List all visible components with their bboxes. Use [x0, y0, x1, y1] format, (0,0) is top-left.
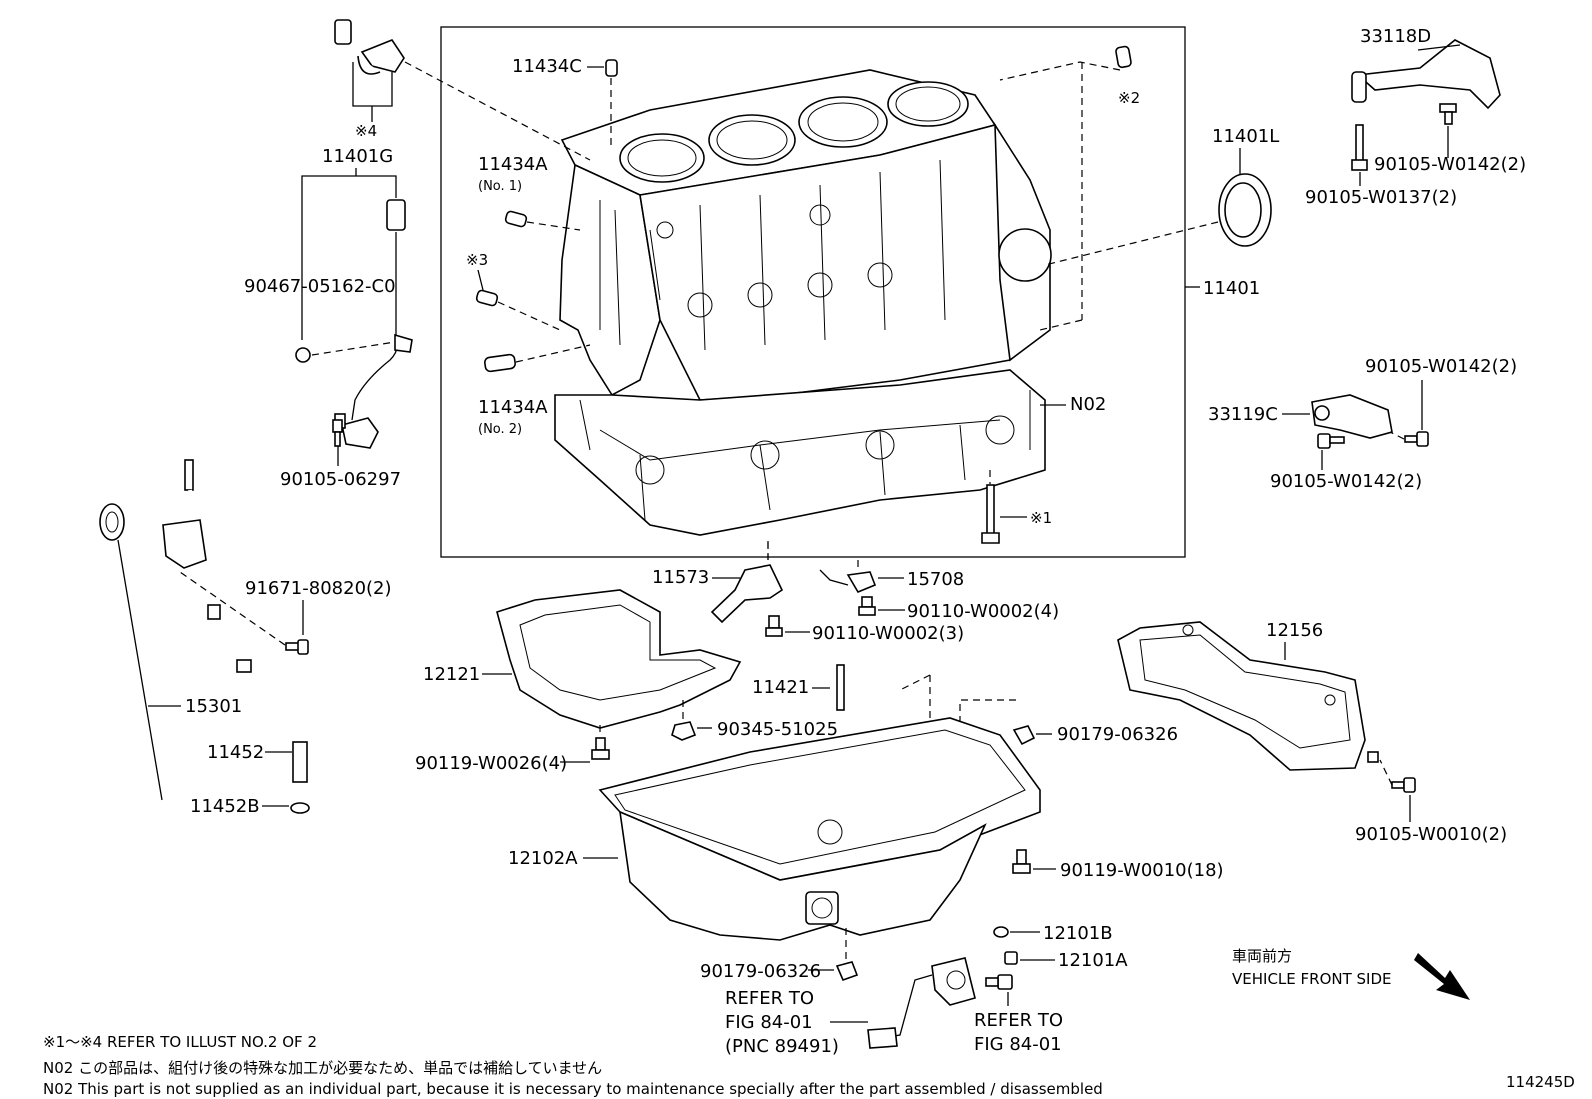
- label-90119-w0010: 90119-W0010(18): [1060, 860, 1224, 881]
- label-n02: N02: [1070, 394, 1106, 415]
- label-mark4: ※4: [355, 122, 377, 140]
- dipstick-guide-11452[interactable]: [162, 459, 308, 783]
- bolt-90105-w0142-c[interactable]: [1317, 433, 1345, 449]
- label-11401l: 11401L: [1212, 126, 1279, 147]
- cylinder-block-frame: [440, 26, 1186, 558]
- label-11573: 11573: [652, 567, 709, 588]
- label-90105-w0142-b: 90105-W0142(2): [1365, 356, 1517, 377]
- label-11434c: 11434C: [512, 56, 582, 77]
- label-11452b: 11452B: [190, 796, 260, 817]
- bracket-33119c[interactable]: [1311, 394, 1393, 439]
- label-11421: 11421: [752, 677, 809, 698]
- label-front-en: VEHICLE FRONT SIDE: [1232, 970, 1392, 988]
- label-12121: 12121: [423, 664, 480, 685]
- label-refer-b2: FIG 84-01: [974, 1034, 1062, 1055]
- label-90179-b: 90179-06326: [700, 961, 821, 982]
- oil-pan-baffle-12121[interactable]: [496, 589, 742, 729]
- bolt-90119-w0026[interactable]: [591, 737, 610, 760]
- nut-90179-a[interactable]: [1012, 725, 1036, 746]
- label-refer-b1: REFER TO: [974, 1010, 1063, 1031]
- label-12156: 12156: [1266, 620, 1323, 641]
- vehicle-front-arrow-icon: [1414, 953, 1470, 1000]
- label-11434a-2: 11434A: [478, 397, 548, 418]
- sensor-plug-mark4[interactable]: [334, 19, 405, 75]
- bolt-90105-w0142-a[interactable]: [1439, 103, 1457, 125]
- label-90110-w0002-4: 90110-W0002(4): [907, 601, 1059, 622]
- baffle-11573[interactable]: [710, 564, 784, 624]
- label-15708: 15708: [907, 569, 964, 590]
- figure-id: 114245D: [1506, 1073, 1575, 1091]
- label-11452: 11452: [207, 742, 264, 763]
- label-no2: (No. 2): [478, 422, 522, 437]
- bolt-90105-06297[interactable]: [332, 419, 343, 447]
- bolt-mark1[interactable]: [981, 484, 1000, 544]
- label-refer-a2: FIG 84-01: [725, 1012, 813, 1033]
- label-33118d: 33118D: [1360, 26, 1431, 47]
- clip-90467[interactable]: [295, 347, 311, 363]
- label-11434a-1: 11434A: [478, 154, 548, 175]
- label-90119-w0026: 90119-W0026(4): [415, 753, 567, 774]
- label-mark3: ※3: [466, 251, 488, 269]
- label-90179-a: 90179-06326: [1057, 724, 1178, 745]
- insulator-12156[interactable]: [1117, 621, 1379, 771]
- label-mark1: ※1: [1030, 509, 1052, 527]
- note-n02-en: N02 This part is not supplied as an indi…: [43, 1080, 1103, 1098]
- stud-11421[interactable]: [836, 664, 845, 711]
- label-11401: 11401: [1203, 278, 1260, 299]
- label-90345: 90345-51025: [717, 719, 838, 740]
- label-12101b: 12101B: [1043, 923, 1113, 944]
- label-90105-w0142-c: 90105-W0142(2): [1270, 471, 1422, 492]
- label-12101a: 12101A: [1058, 950, 1128, 971]
- gasket-12101b[interactable]: [993, 926, 1009, 938]
- label-90105-06297: 90105-06297: [280, 469, 401, 490]
- label-refer-a1: REFER TO: [725, 988, 814, 1009]
- label-90105-w0010: 90105-W0010(2): [1355, 824, 1507, 845]
- bolt-90105-w0010[interactable]: [1391, 777, 1416, 793]
- bolt-91671[interactable]: [285, 639, 309, 655]
- label-90467: 90467-05162-C0: [244, 276, 396, 297]
- bracket-33118d[interactable]: [1351, 39, 1501, 110]
- dowel-pin-11434c[interactable]: [605, 59, 618, 77]
- bolt-90110-w0002-3[interactable]: [765, 615, 783, 637]
- o-ring-11452b[interactable]: [290, 802, 310, 814]
- nut-90179-b[interactable]: [835, 961, 859, 982]
- dipstick-15301[interactable]: [99, 503, 163, 801]
- label-front-jp: 車両前方: [1232, 947, 1292, 965]
- bolt-90105-w0137[interactable]: [1351, 124, 1368, 171]
- label-mark2: ※2: [1118, 89, 1140, 107]
- bolt-90110-w0002-4[interactable]: [858, 596, 876, 616]
- note-n02-jp: N02 この部品は、組付け後の特殊な加工が必要なため、単品では補給していません: [43, 1059, 602, 1077]
- oil-level-sensor-bracket[interactable]: [867, 957, 1013, 1049]
- bolt-90105-w0142-b[interactable]: [1404, 431, 1429, 447]
- label-15301: 15301: [185, 696, 242, 717]
- label-90110-w0002-3: 90110-W0002(3): [812, 623, 964, 644]
- note-refer-all: ※1～※4 REFER TO ILLUST NO.2 OF 2: [43, 1033, 317, 1051]
- oil-seal-11401l[interactable]: [1218, 173, 1272, 247]
- drain-plug-12101a[interactable]: [1004, 951, 1018, 965]
- nut-90345[interactable]: [671, 721, 697, 741]
- oil-jet-15708[interactable]: [819, 569, 877, 594]
- label-90105-w0142-a: 90105-W0142(2): [1374, 154, 1526, 175]
- label-12102a: 12102A: [508, 848, 578, 869]
- label-11401g: 11401G: [322, 146, 393, 167]
- label-90105-w0137: 90105-W0137(2): [1305, 187, 1457, 208]
- sensor-harness-11401g[interactable]: [334, 199, 413, 449]
- bolt-90119-w0010[interactable]: [1012, 849, 1031, 874]
- dowel-pin-mark2[interactable]: [1115, 45, 1132, 69]
- label-91671: 91671-80820(2): [245, 578, 392, 599]
- label-refer-a3: (PNC 89491): [725, 1036, 839, 1057]
- label-no1: (No. 1): [478, 179, 522, 194]
- dowel-pin-11434a-no2[interactable]: [484, 353, 516, 373]
- dowel-pin-mark3[interactable]: [475, 289, 499, 307]
- oil-pan-12102a[interactable]: [598, 717, 1041, 941]
- label-33119c: 33119C: [1208, 404, 1278, 425]
- cylinder-block-11401[interactable]: [554, 69, 1052, 536]
- dowel-pin-11434a-no1[interactable]: [504, 210, 528, 228]
